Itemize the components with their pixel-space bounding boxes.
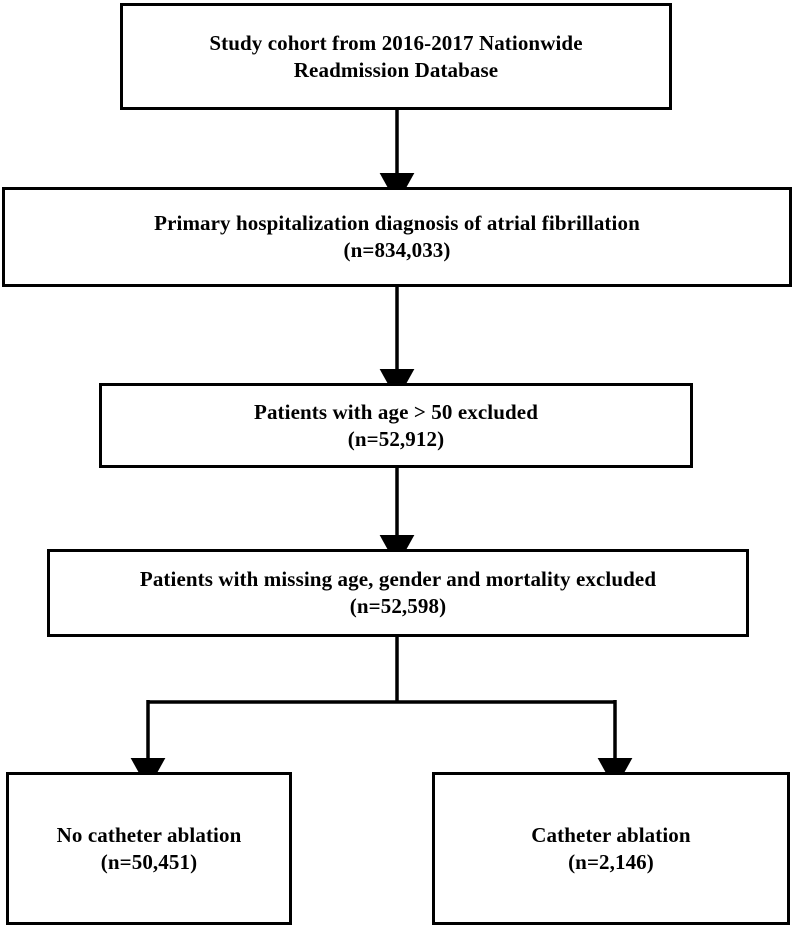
node-study-cohort-line1: Study cohort from 2016-2017 Nationwide — [209, 30, 583, 55]
node-primary-diagnosis-count: (n=834,033) — [343, 238, 451, 262]
node-missing-data-excluded-count: (n=52,598) — [349, 594, 447, 618]
node-catheter-ablation-count: (n=2,146) — [568, 849, 654, 874]
node-age-excluded-line1: Patients with age > 50 excluded — [254, 399, 538, 424]
node-no-catheter-ablation: No catheter ablation (n=50,451) — [6, 772, 292, 925]
node-age-excluded: Patients with age > 50 excluded (n=52,91… — [99, 383, 693, 468]
node-no-catheter-ablation-count: (n=50,451) — [100, 849, 198, 874]
node-missing-data-excluded-line1: Patients with missing age, gender and mo… — [139, 567, 657, 592]
node-primary-diagnosis: Primary hospitalization diagnosis of atr… — [2, 187, 792, 287]
node-no-catheter-ablation-line1: No catheter ablation — [56, 822, 242, 847]
node-study-cohort-line2: Readmission Database — [293, 57, 499, 82]
node-primary-diagnosis-line1: Primary hospitalization diagnosis of atr… — [154, 211, 640, 236]
node-age-excluded-count: (n=52,912) — [347, 426, 445, 451]
node-study-cohort: Study cohort from 2016-2017 Nationwide R… — [120, 3, 672, 110]
node-missing-data-excluded: Patients with missing age, gender and mo… — [47, 549, 749, 637]
node-catheter-ablation-line1: Catheter ablation — [531, 822, 691, 847]
node-catheter-ablation: Catheter ablation (n=2,146) — [432, 772, 790, 925]
